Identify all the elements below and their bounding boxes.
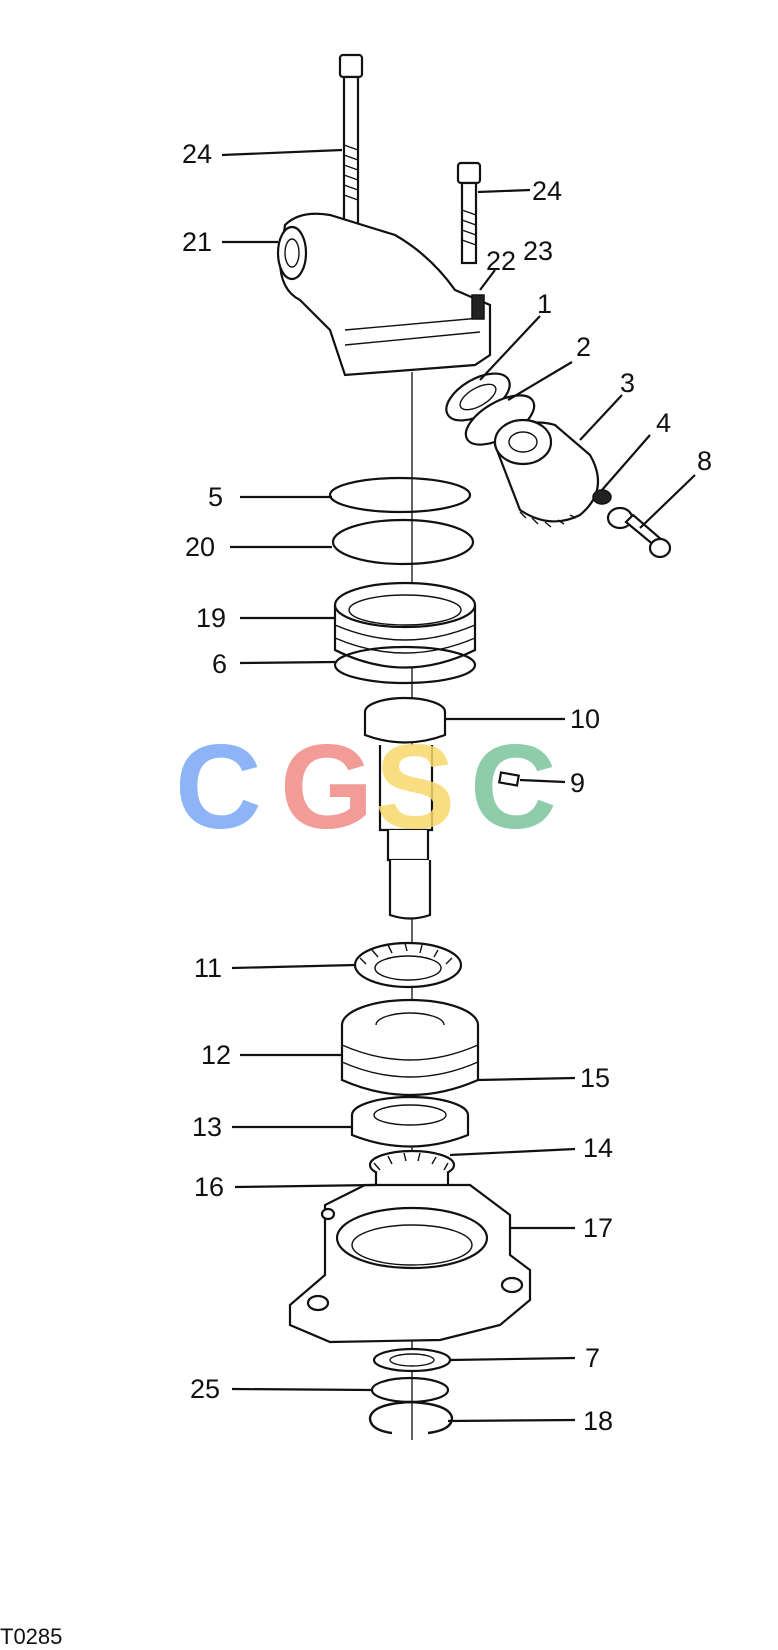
figure-id: T0285 xyxy=(0,1624,63,1649)
gear-part-11 xyxy=(353,941,463,989)
callout-23: 23 xyxy=(523,236,553,266)
watermark-letter-2: G xyxy=(280,720,373,854)
watermark-letter-4: C xyxy=(470,720,557,854)
washer-part-4 xyxy=(592,489,612,505)
callout-5: 5 xyxy=(208,482,223,512)
callout-21: 21 xyxy=(182,227,212,257)
callout-19: 19 xyxy=(196,603,226,633)
carrier-part-12 xyxy=(340,998,480,1097)
leader-lines xyxy=(221,148,696,1423)
callout-11: 11 xyxy=(194,953,222,983)
watermark-letter-3: S xyxy=(375,720,455,854)
housing-part-21 xyxy=(276,212,492,377)
callout-14: 14 xyxy=(583,1133,613,1163)
callout-8: 8 xyxy=(697,446,712,476)
bushing-part-7 xyxy=(372,1347,452,1373)
shaft-part-10 xyxy=(363,696,447,920)
pinion-part-3 xyxy=(493,418,600,528)
callout-25: 25 xyxy=(190,1374,220,1404)
key-part-9 xyxy=(497,771,521,787)
snap-ring-part-18 xyxy=(368,1400,454,1435)
callout-labels: 24 24 21 22 23 1 2 3 4 8 5 20 19 6 10 9 … xyxy=(182,139,712,1436)
ring-part-5 xyxy=(328,476,472,514)
base-part-17 xyxy=(288,1183,532,1344)
ring-part-6 xyxy=(333,645,477,685)
callout-16: 16 xyxy=(194,1172,224,1202)
callout-13: 13 xyxy=(192,1112,222,1142)
callout-20: 20 xyxy=(185,532,215,562)
callout-4: 4 xyxy=(656,408,671,438)
callout-9: 9 xyxy=(570,768,585,798)
watermark-logo: C G S C xyxy=(175,720,557,854)
piston-part-19 xyxy=(333,581,477,669)
callout-2: 2 xyxy=(576,332,591,362)
callout-24-left: 24 xyxy=(182,139,212,169)
callout-17: 17 xyxy=(583,1213,613,1243)
ring-part-20 xyxy=(331,518,475,566)
screw-part-8 xyxy=(606,506,672,559)
callout-18: 18 xyxy=(583,1406,613,1436)
callout-22: 22 xyxy=(486,246,516,276)
callout-6: 6 xyxy=(212,649,227,679)
callout-3: 3 xyxy=(620,368,635,398)
watermark-letter-1: C xyxy=(175,720,262,854)
callout-12: 12 xyxy=(201,1040,231,1070)
callout-24-right: 24 xyxy=(532,176,562,206)
callout-7: 7 xyxy=(585,1343,600,1373)
callout-10: 10 xyxy=(570,704,600,734)
bearing-part-13 xyxy=(350,1095,470,1148)
callout-1: 1 xyxy=(537,289,552,319)
callout-15: 15 xyxy=(580,1063,610,1093)
ring-part-25 xyxy=(370,1376,450,1404)
bolt-part-24-right xyxy=(456,161,482,265)
